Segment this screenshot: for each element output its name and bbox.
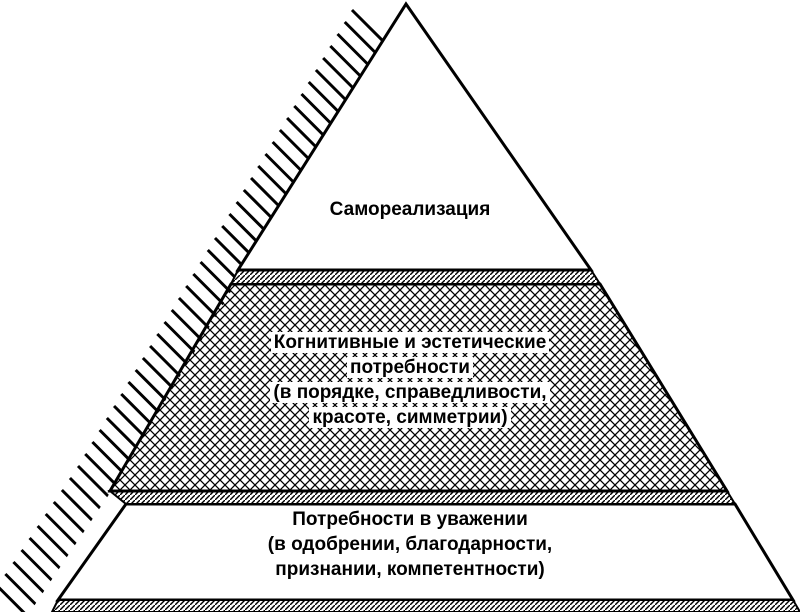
level-top-text: Самореализация — [326, 199, 494, 220]
side-hatch-stroke — [322, 56, 359, 94]
side-hatch-stroke — [350, 8, 388, 46]
side-hatch-stroke — [307, 80, 344, 118]
separator-band-base — [50, 599, 800, 612]
side-hatch-stroke — [12, 560, 49, 598]
side-hatch-stroke — [44, 512, 81, 550]
top-level-shape — [235, 1, 594, 272]
level-bottom-line-2: (в одобрении, благодарности, — [264, 534, 556, 555]
level-top-line: Самореализация — [240, 197, 580, 222]
level-middle-line-2: потребности — [347, 357, 473, 378]
side-hatch-stroke — [60, 488, 97, 526]
separator-band-upper — [229, 269, 602, 285]
side-hatch-stroke — [52, 500, 89, 538]
side-hatch-stroke — [4, 572, 41, 610]
side-hatch-stroke — [0, 584, 33, 612]
level-middle-line-4: красоте, симметрии) — [309, 407, 511, 428]
level-bottom-line-1: Потребности в уважении — [289, 509, 531, 530]
side-hatch-stroke — [314, 68, 351, 106]
side-hatch-stroke — [20, 548, 57, 586]
separator-band-lower — [107, 490, 737, 505]
side-hatch-stroke — [36, 524, 73, 562]
side-hatch-stroke — [329, 44, 366, 82]
side-hatch-stroke — [336, 32, 373, 70]
side-hatch-stroke — [68, 476, 105, 514]
side-hatch-stroke — [76, 464, 114, 502]
level-middle-line-1: Когнитивные и эстетические — [270, 332, 550, 353]
level-bottom-line-3: признании, компетентности) — [272, 559, 548, 580]
side-hatch-stroke — [343, 20, 380, 58]
side-hatch-stroke — [28, 536, 65, 574]
level-middle-line-3: (в порядке, справедливости, — [270, 382, 550, 403]
level-top-label: Самореализация — [240, 197, 580, 222]
level-middle-label: Когнитивные и эстетические потребности (… — [200, 330, 620, 430]
level-bottom-label: Потребности в уважении (в одобрении, бла… — [180, 507, 640, 582]
